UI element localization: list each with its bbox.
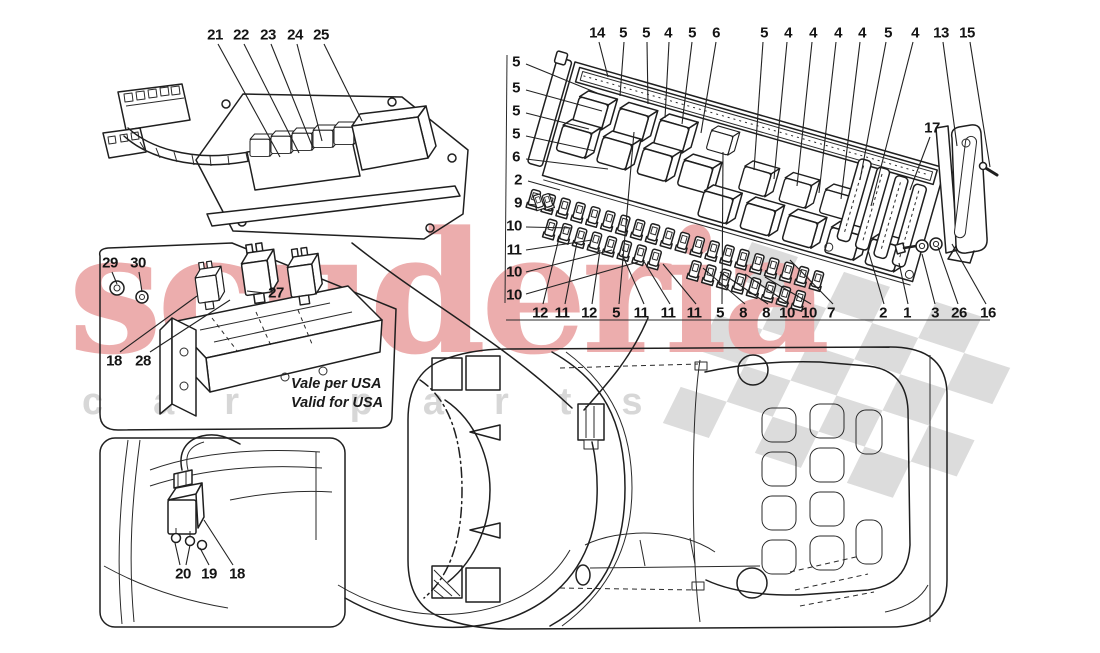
usa-note: Vale per USA Valid for USA: [291, 375, 383, 413]
relay-part: [167, 434, 241, 535]
routing-leader-curves: [337, 242, 649, 629]
harness-ecu-assembly-drawing: [102, 83, 469, 240]
car-top-view-drawing: [407, 346, 948, 630]
nut-part: [109, 280, 125, 296]
usa-note-line2: Valid for USA: [291, 395, 384, 411]
footwell-relay-drawing: [99, 434, 346, 628]
fusebox-location-marker: [577, 403, 605, 450]
washer-part: [135, 290, 149, 304]
usa-note-line1: Vale per USA: [291, 376, 382, 392]
